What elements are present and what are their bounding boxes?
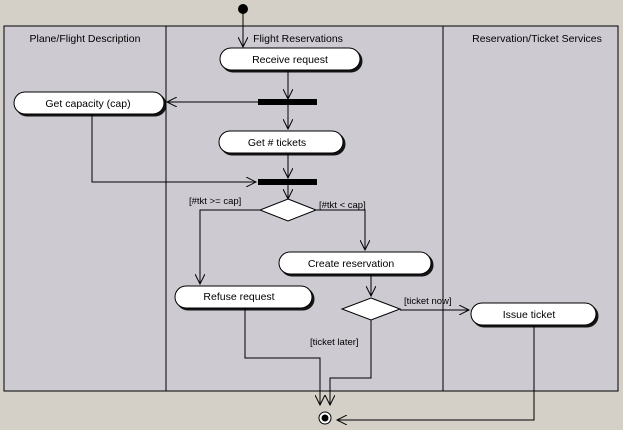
join-bar	[258, 179, 317, 185]
edge-issue-to-end	[337, 326, 535, 420]
guard-tkt-ge-cap: [#tkt >= cap]	[189, 196, 241, 207]
activity-receive-request-label: Receive request	[252, 54, 328, 66]
initial-node	[238, 4, 248, 14]
guard-tkt-lt-cap: [#tkt < cap]	[319, 200, 366, 211]
transitions	[91, 12, 535, 420]
activity-refuse-request-label: Refuse request	[203, 291, 274, 303]
edge-decision-to-refuse	[200, 209, 260, 284]
activity-issue-ticket[interactable]: Issue ticket	[470, 302, 597, 326]
guard-ticket-later: [ticket later]	[310, 337, 359, 348]
swimlane-plane: Plane/Flight Description	[3, 25, 167, 392]
final-node	[318, 411, 332, 425]
activity-create-reservation[interactable]: Create reservation	[278, 251, 432, 275]
edge-capacity-to-join	[91, 114, 256, 182]
guard-ticket-now: [ticket now]	[404, 296, 452, 307]
activity-get-tickets[interactable]: Get # tickets	[218, 130, 344, 154]
edge-refuse-to-end	[244, 308, 320, 405]
activity-get-capacity-label: Get capacity (cap)	[45, 98, 130, 110]
edge-decision-to-create	[316, 209, 365, 250]
fork-bar	[258, 99, 317, 105]
swimlane-plane-title: Plane/Flight Description	[30, 33, 141, 45]
swimlane-reservations-title: Flight Reservations	[253, 33, 343, 45]
activity-receive-request[interactable]: Receive request	[219, 47, 361, 71]
edge-decision-to-end	[330, 320, 372, 405]
activity-get-capacity[interactable]: Get capacity (cap)	[13, 91, 165, 115]
activity-issue-ticket-label: Issue ticket	[503, 309, 556, 321]
activity-refuse-request[interactable]: Refuse request	[174, 285, 313, 309]
activity-get-tickets-label: Get # tickets	[248, 137, 306, 149]
swimlane-services: Reservation/Ticket Services	[442, 25, 619, 392]
activity-create-reservation-label: Create reservation	[308, 258, 395, 270]
decision-capacity	[258, 198, 318, 222]
swimlane-services-title: Reservation/Ticket Services	[472, 33, 602, 45]
decision-ticket-timing	[340, 297, 402, 321]
